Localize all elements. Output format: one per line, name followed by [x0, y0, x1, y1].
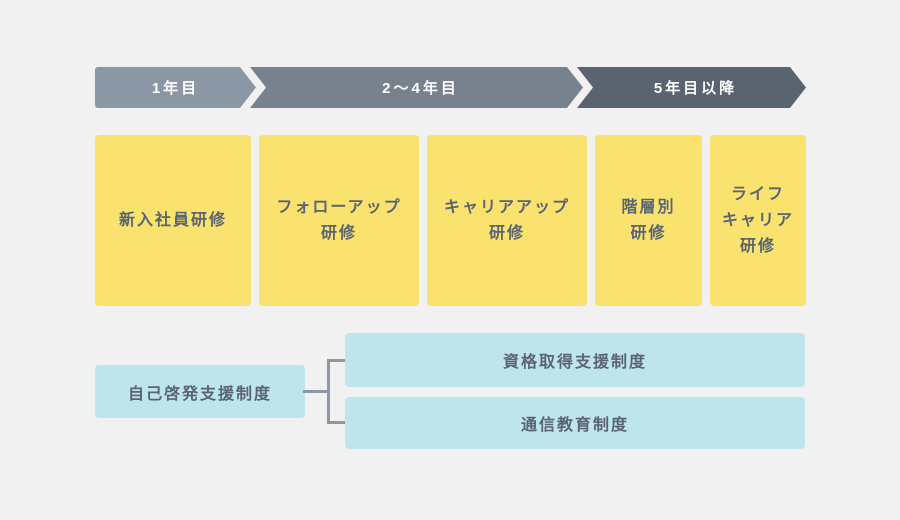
training-box-label-line: ライフ [730, 185, 785, 203]
timeline-stage-year2-4: 2～4年目 [250, 67, 583, 108]
support-child-label: 通信教育制度 [520, 417, 629, 434]
connector-root-horizontal [303, 390, 330, 393]
training-box-label-line: 新入社員研修 [118, 211, 227, 229]
training-box-label-line: キャリア [721, 211, 794, 229]
connector-child2-horizontal [327, 421, 345, 424]
training-box-follow-up: フォローアップ 研修 [259, 135, 419, 306]
training-box-label-line: 研修 [320, 224, 357, 242]
timeline-stage-year2-4-label: 2～4年目 [382, 80, 459, 97]
support-box-qualification: 資格取得支援制度 [345, 333, 805, 387]
timeline-stage-year5plus-label: 5年目以降 [653, 80, 738, 97]
training-box-label-line: 研修 [488, 224, 525, 242]
training-box-label-line: 研修 [630, 224, 667, 242]
training-box-new-employee: 新入社員研修 [95, 135, 251, 306]
training-box-label-line: フォローアップ [276, 198, 402, 216]
connector-vertical [327, 359, 330, 424]
timeline-stage-year1-label: 1年目 [151, 80, 200, 97]
support-box-correspondence-education: 通信教育制度 [345, 397, 805, 449]
support-child-label: 資格取得支援制度 [502, 354, 647, 371]
connector-child1-horizontal [327, 359, 345, 362]
training-box-life-career: ライフ キャリア 研修 [710, 135, 806, 306]
training-box-career-up: キャリアアップ 研修 [427, 135, 587, 306]
training-box-label-line: 階層別 [621, 198, 676, 216]
support-box-self-development: 自己啓発支援制度 [95, 365, 305, 418]
training-box-label-line: キャリアアップ [443, 198, 570, 216]
training-box-by-level: 階層別 研修 [595, 135, 702, 306]
training-box-label-line: 研修 [739, 237, 776, 255]
support-root-label: 自己啓発支援制度 [127, 385, 272, 403]
timeline-stage-year5plus: 5年目以降 [577, 67, 806, 108]
timeline-stage-year1: 1年目 [95, 67, 256, 108]
